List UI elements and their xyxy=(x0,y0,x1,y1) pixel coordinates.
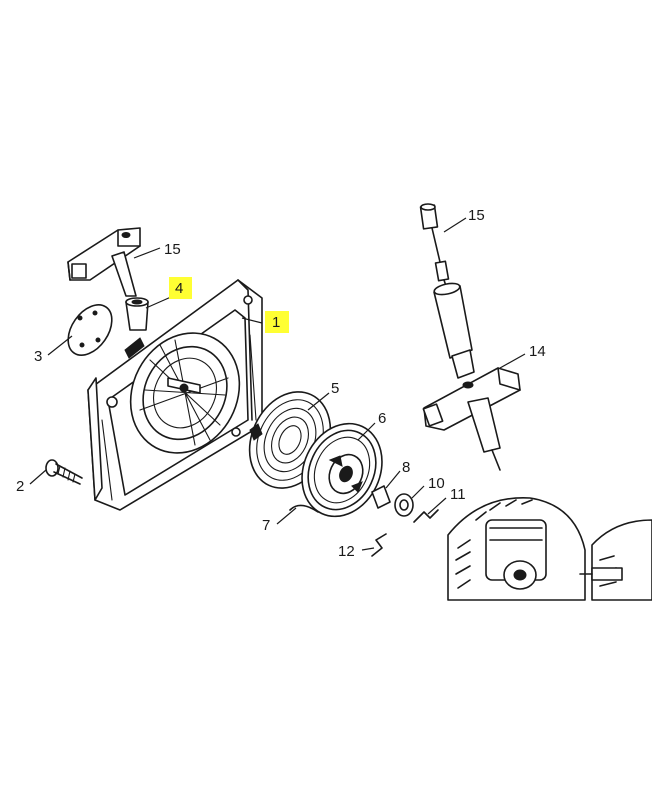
callout-6: 6 xyxy=(378,410,386,427)
callout-5: 5 xyxy=(331,380,339,397)
pawl xyxy=(371,485,391,509)
callout-8: 8 xyxy=(402,459,410,476)
rope-guide-assembly xyxy=(419,203,475,379)
callout-7: 7 xyxy=(262,517,270,534)
callout-12: 12 xyxy=(338,543,355,560)
rope-guide-bushing xyxy=(125,297,149,331)
retaining-spring xyxy=(371,533,387,557)
rope-rotor xyxy=(301,422,383,518)
callout-10: 10 xyxy=(428,475,445,492)
callout-11: 11 xyxy=(450,486,466,503)
leader-lines xyxy=(29,217,526,551)
callout-4-highlight xyxy=(169,277,192,299)
starter-rope xyxy=(289,504,319,513)
screw xyxy=(45,459,83,485)
callouts: 15 4 1 3 2 5 6 7 8 10 11 12 14 15 xyxy=(16,207,546,560)
washer xyxy=(394,493,414,517)
callout-15: 15 xyxy=(468,207,485,224)
callout-1-highlight xyxy=(265,311,289,333)
callout-4: 4 xyxy=(175,280,183,297)
starter-grip xyxy=(67,227,141,297)
engine-crankcase xyxy=(447,497,652,601)
callout-2: 2 xyxy=(16,478,24,495)
callout-1: 1 xyxy=(272,314,280,331)
starter-housing xyxy=(87,279,263,511)
callout-13: 15 xyxy=(164,241,181,258)
cover-plate xyxy=(67,304,113,356)
callout-14: 14 xyxy=(529,343,546,360)
callout-3: 3 xyxy=(34,348,42,365)
spring-clip xyxy=(413,509,439,523)
starter-grip-right xyxy=(422,367,521,471)
